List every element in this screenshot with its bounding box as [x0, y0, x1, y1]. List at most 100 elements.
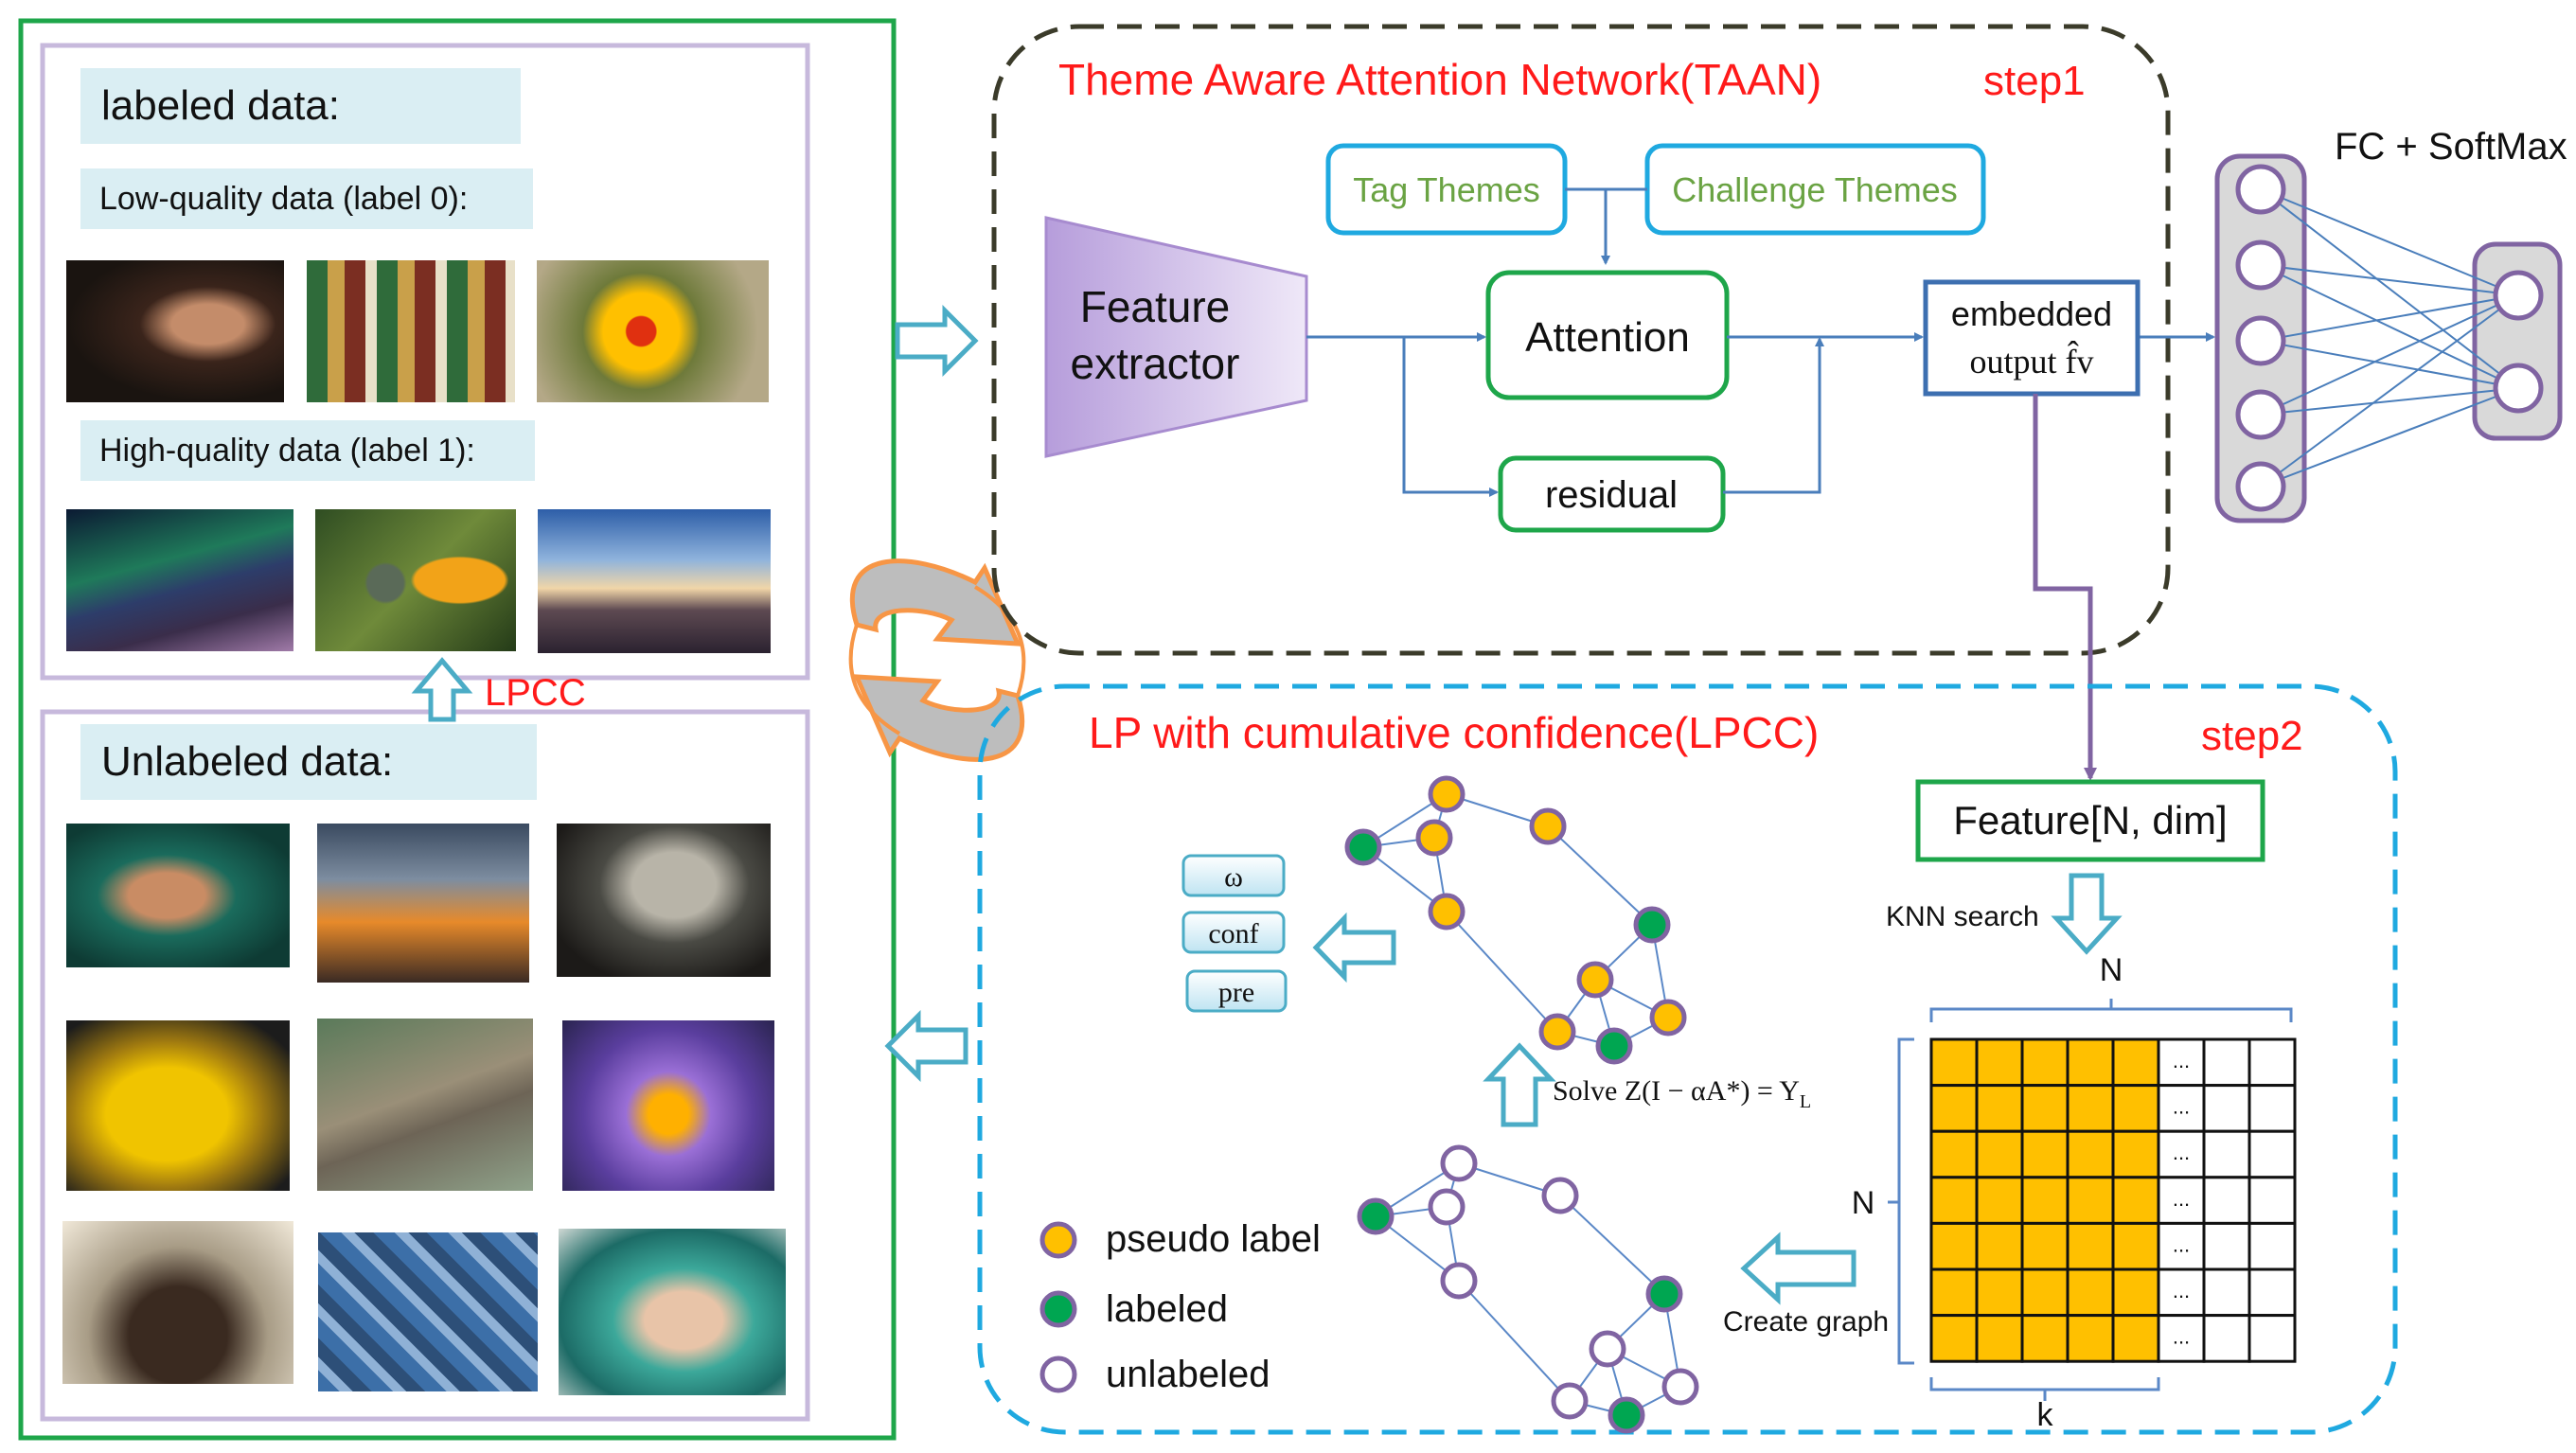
photo-high-pier: [538, 509, 771, 653]
knn-matrix: .....................: [1929, 1037, 2297, 1363]
matrix-cell: [1929, 1084, 1979, 1133]
graph-edge: [1547, 825, 1653, 926]
fc-nodes: [2235, 164, 2544, 512]
matrix-side-n: N: [1852, 1185, 1875, 1221]
matrix-ellipsis: ...: [2173, 1187, 2190, 1211]
high-quality-label: High-quality data (label 1):: [80, 420, 535, 481]
taan-dashed-box: [991, 24, 2171, 656]
low-quality-label: Low-quality data (label 0):: [80, 168, 533, 229]
unlabeled-node: [1428, 1188, 1466, 1226]
pseudo-label-node: [1415, 819, 1453, 857]
matrix-cell: [2020, 1084, 2070, 1133]
matrix-ellipsis: ...: [2173, 1141, 2190, 1164]
feature-matrix-label: Feature[N, dim]: [1953, 798, 2227, 842]
matrix-side-bracket: [1888, 1037, 1914, 1365]
matrix-ellipsis: ...: [2173, 1049, 2190, 1072]
matrix-cell: [1975, 1314, 2024, 1363]
challenge-themes-label: Challenge Themes: [1672, 170, 1958, 209]
feature-extractor-line2: extractor: [1071, 339, 1240, 388]
matrix-cell: [2111, 1176, 2160, 1225]
matrix-top-bracket: [1929, 999, 2293, 1022]
attention-label: Attention: [1525, 314, 1690, 361]
legend-unlabeled-marker: [1039, 1356, 1077, 1393]
fc-edge: [2260, 387, 2519, 416]
solve-equation: Solve Z(I − αA*) = YL: [1553, 1075, 1811, 1112]
knn-down-arrow: [2051, 873, 2123, 955]
matrix-cell: [2066, 1037, 2115, 1088]
residual-box: [1498, 455, 1726, 533]
matrix-cell: [1975, 1084, 2024, 1133]
fc-edge: [2260, 294, 2519, 416]
matrix-cell: [1975, 1129, 2024, 1179]
photo-high-aurora: [66, 509, 293, 651]
matrix-cell: [2202, 1037, 2251, 1088]
matrix-cell: [1929, 1129, 1979, 1179]
pseudo-label-node: [1428, 775, 1466, 813]
matrix-cell: [2111, 1037, 2160, 1088]
matrix-cell: [2247, 1314, 2297, 1363]
graph-edge: [1559, 1195, 1665, 1295]
matrix-cell: [2020, 1037, 2070, 1088]
legend: pseudo label labeled unlabeled: [1039, 1218, 1321, 1395]
attention-box: [1485, 270, 1730, 400]
fc-edge: [2260, 294, 2519, 487]
legend-pseudo-marker: [1039, 1221, 1077, 1259]
labeled-node: [1357, 1197, 1395, 1235]
matrix-cell: [1929, 1037, 1979, 1088]
graph-edge: [1446, 911, 1558, 1033]
pseudo-label-node: [1428, 893, 1466, 930]
matrix-cell: [2111, 1084, 2160, 1133]
feature-extractor-line1: Feature: [1080, 282, 1231, 331]
matrix-cell: [2247, 1129, 2297, 1179]
lpcc-up-arrow: [411, 657, 473, 722]
fc-edge: [2260, 188, 2519, 296]
matrix-cell: [2066, 1267, 2115, 1318]
unlabeled-node: [1541, 1177, 1579, 1214]
matrix-cell: [1929, 1176, 1979, 1225]
pseudo-label-node: [1649, 999, 1687, 1037]
legend-labeled-label: labeled: [1106, 1288, 1228, 1330]
embedded-line2: output f̂v: [1970, 340, 2094, 381]
photo-unlabeled-sunset-dancer: [317, 824, 529, 983]
matrix-cell: [1975, 1267, 2024, 1318]
lpcc-dashed-box: [977, 683, 2398, 1435]
labeled-node: [1645, 1275, 1683, 1313]
matrix-cell: [2202, 1314, 2251, 1363]
matrix-cell: [2020, 1267, 2070, 1318]
matrix-ellipsis: ...: [2173, 1325, 2190, 1349]
matrix-cell: [2247, 1221, 2297, 1271]
photo-unlabeled-chevron: [318, 1232, 538, 1391]
matrix-ellipsis: ...: [2173, 1279, 2190, 1302]
labeled-data-title: labeled data:: [80, 68, 521, 144]
matrix-cell: [2066, 1129, 2115, 1179]
embedded-output-box: [1923, 279, 2141, 397]
fc-edge: [2260, 264, 2519, 296]
step1-label: step1: [1983, 58, 2086, 104]
knn-search-label: KNN search: [1886, 901, 2039, 932]
matrix-cell: [2202, 1084, 2251, 1133]
legend-unlabeled-label: unlabeled: [1106, 1354, 1270, 1395]
solve-equation-sub: L: [1800, 1091, 1811, 1112]
matrix-cell: [2020, 1129, 2070, 1179]
fc-edge: [2260, 188, 2519, 389]
fc-edge: [2260, 340, 2519, 389]
fc-node: [2235, 461, 2286, 512]
photo-unlabeled-lizard: [66, 1020, 290, 1191]
matrix-cell: [2247, 1267, 2297, 1318]
photo-low-flower: [537, 260, 769, 402]
matrix-bottom-bracket: [1929, 1377, 2160, 1401]
matrix-cell: [2247, 1037, 2297, 1088]
matrix-cell: [1975, 1176, 2024, 1225]
fc-edge: [2260, 294, 2519, 342]
fc-softmax-label: FC + SoftMax: [2335, 126, 2567, 168]
feature-extractor-shape: [1044, 216, 1308, 458]
output-conf: conf: [1181, 911, 1286, 954]
fc-node: [2235, 315, 2286, 366]
create-graph-label: Create graph: [1723, 1306, 1889, 1338]
photo-unlabeled-gravel: [317, 1019, 533, 1191]
pseudo-label-node: [1576, 961, 1614, 999]
propagated-graph: [1344, 775, 1687, 1065]
photo-unlabeled-woman-scarf: [66, 824, 290, 967]
pseudo-label-node: [1538, 1013, 1576, 1051]
lpcc-arrow-label: LPCC: [485, 672, 586, 714]
